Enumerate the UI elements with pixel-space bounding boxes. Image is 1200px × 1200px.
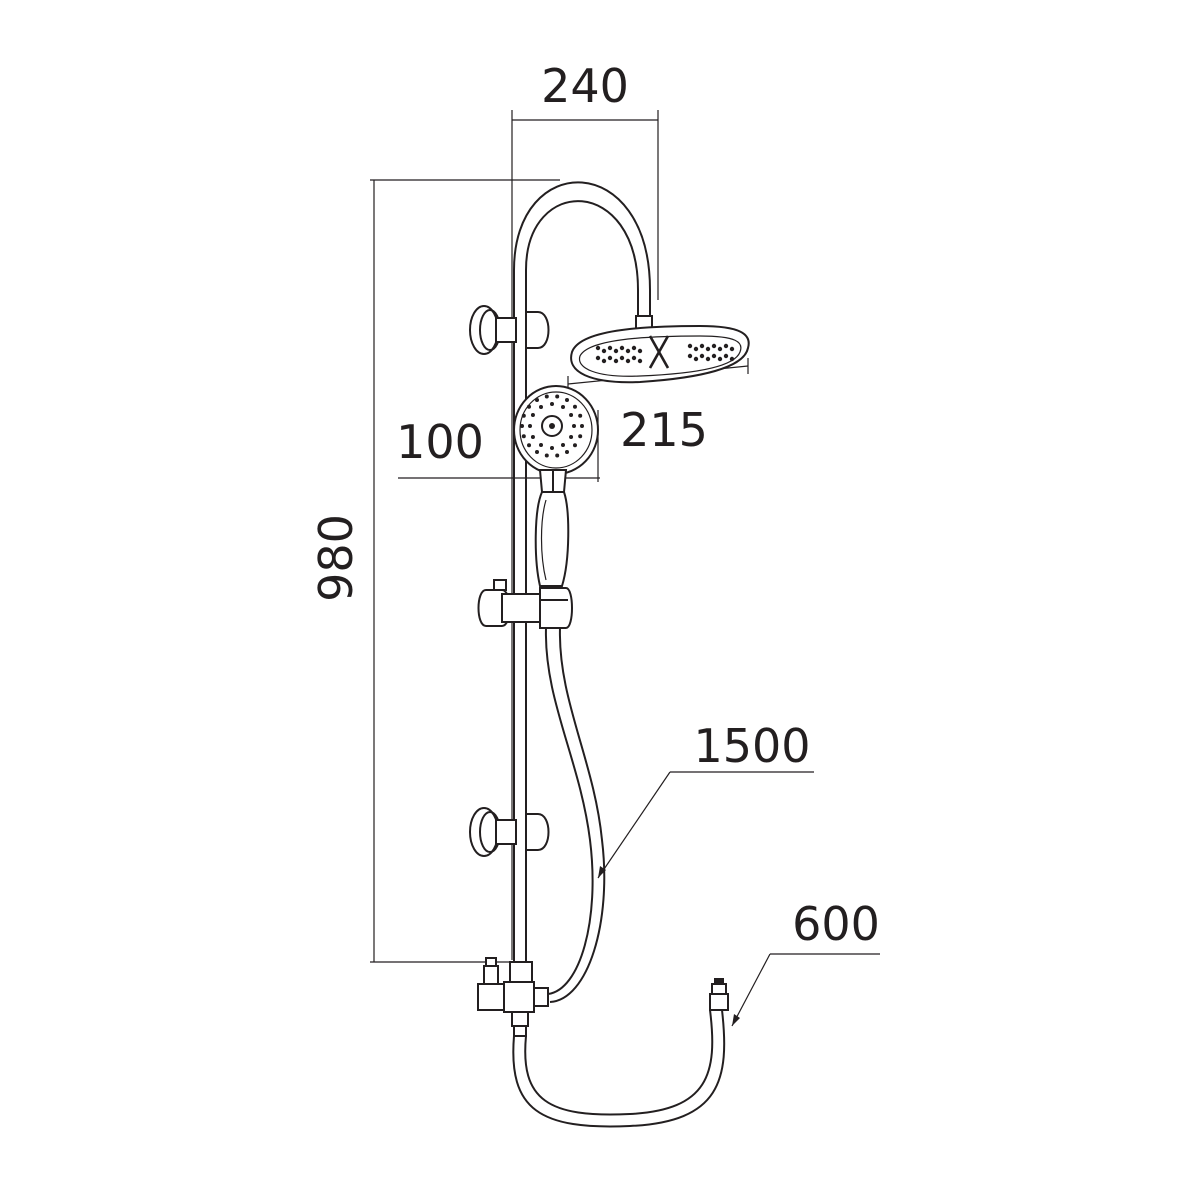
- nozzle-dot: [613, 348, 619, 354]
- nozzle-dot: [561, 404, 565, 409]
- nozzle-dot: [705, 356, 711, 362]
- nozzle-dot: [527, 404, 532, 409]
- nozzle-dot: [578, 413, 583, 418]
- nozzle-dot: [572, 404, 577, 409]
- nozzle-dot: [569, 413, 574, 417]
- nozzle-dot: [572, 443, 577, 448]
- nozzle-dot: [550, 402, 554, 406]
- slide-holder: [477, 579, 573, 629]
- nozzle-dot: [530, 435, 535, 439]
- nozzle-dot: [555, 453, 560, 458]
- nozzle-dot: [619, 345, 625, 351]
- hand-shower-nozzles: [520, 394, 584, 458]
- nozzle-dot: [699, 353, 705, 359]
- nozzle-dot: [544, 394, 549, 399]
- nozzle-dot: [729, 346, 735, 352]
- nozzle-dot: [711, 343, 717, 349]
- nozzle-dot: [607, 355, 613, 361]
- inlet-hose-length-label: 600: [792, 897, 880, 951]
- nozzle-dot: [601, 348, 607, 354]
- nozzle-dot: [619, 355, 625, 361]
- nozzle-dot: [637, 358, 643, 364]
- nozzle-dot: [717, 346, 723, 352]
- nozzle-dot: [717, 356, 723, 362]
- dimension-height-label: 980: [309, 514, 363, 602]
- nozzle-dot: [550, 446, 554, 450]
- dimension-height: 980: [309, 179, 560, 963]
- inlet-hose: [512, 978, 729, 1128]
- shower-hose: [544, 627, 606, 1003]
- nozzle-dot: [535, 449, 539, 454]
- nozzle-dot: [693, 346, 699, 352]
- nozzle-dot: [520, 424, 524, 428]
- nozzle-dot: [555, 394, 560, 399]
- nozzle-dot: [723, 353, 729, 359]
- nozzle-dot: [569, 435, 574, 439]
- dimension-handshower-offset: 100: [396, 410, 600, 482]
- nozzle-dot: [595, 345, 601, 351]
- nozzle-dot: [625, 358, 631, 364]
- leader-hose-length: 1500: [597, 719, 814, 879]
- nozzle-dot: [699, 343, 705, 349]
- nozzle-dot: [693, 356, 699, 362]
- nozzle-dot: [631, 345, 637, 351]
- dimension-top-width: 240: [511, 59, 659, 960]
- nozzle-dot: [625, 348, 631, 354]
- dimension-head-diameter-label: 215: [620, 403, 708, 457]
- leader-inlet-hose-length: 600: [731, 897, 880, 1027]
- nozzle-dot: [561, 443, 565, 448]
- nozzle-dot: [711, 353, 717, 359]
- nozzle-dot: [601, 358, 607, 364]
- nozzle-dot: [530, 413, 535, 417]
- diverter-valve: [477, 957, 549, 1037]
- nozzle-dot: [631, 355, 637, 361]
- nozzle-dot: [595, 355, 601, 361]
- nozzle-dot: [539, 404, 543, 409]
- nozzle-dot: [687, 353, 693, 359]
- nozzle-dot: [578, 434, 583, 439]
- nozzle-dot: [607, 345, 613, 351]
- nozzle-dot: [528, 424, 532, 428]
- nozzle-dot: [705, 346, 711, 352]
- nozzle-dot: [565, 449, 569, 454]
- dimension-handshower-label: 100: [396, 415, 484, 469]
- nozzle-dot: [613, 358, 619, 364]
- nozzle-dot: [539, 443, 543, 448]
- nozzle-dot: [572, 424, 576, 428]
- overhead-shower-head: [570, 324, 750, 384]
- dimension-top-width-label: 240: [541, 59, 629, 113]
- hand-shower: [513, 385, 599, 587]
- nozzle-dot: [729, 356, 735, 362]
- head-nozzles: [595, 343, 735, 364]
- nozzle-dot: [687, 343, 693, 349]
- nozzle-dot: [637, 348, 643, 354]
- wall-bracket-bottom: [469, 807, 550, 857]
- nozzle-dot: [565, 398, 569, 403]
- nozzle-dot: [535, 398, 539, 403]
- nozzle-dot: [521, 413, 526, 418]
- nozzle-dot: [723, 343, 729, 349]
- nozzle-dot: [527, 443, 532, 448]
- wall-bracket-top: [469, 305, 550, 355]
- nozzle-dot: [521, 434, 526, 439]
- nozzle-dot: [580, 424, 584, 428]
- hose-length-label: 1500: [693, 719, 810, 773]
- nozzle-dot: [544, 453, 549, 458]
